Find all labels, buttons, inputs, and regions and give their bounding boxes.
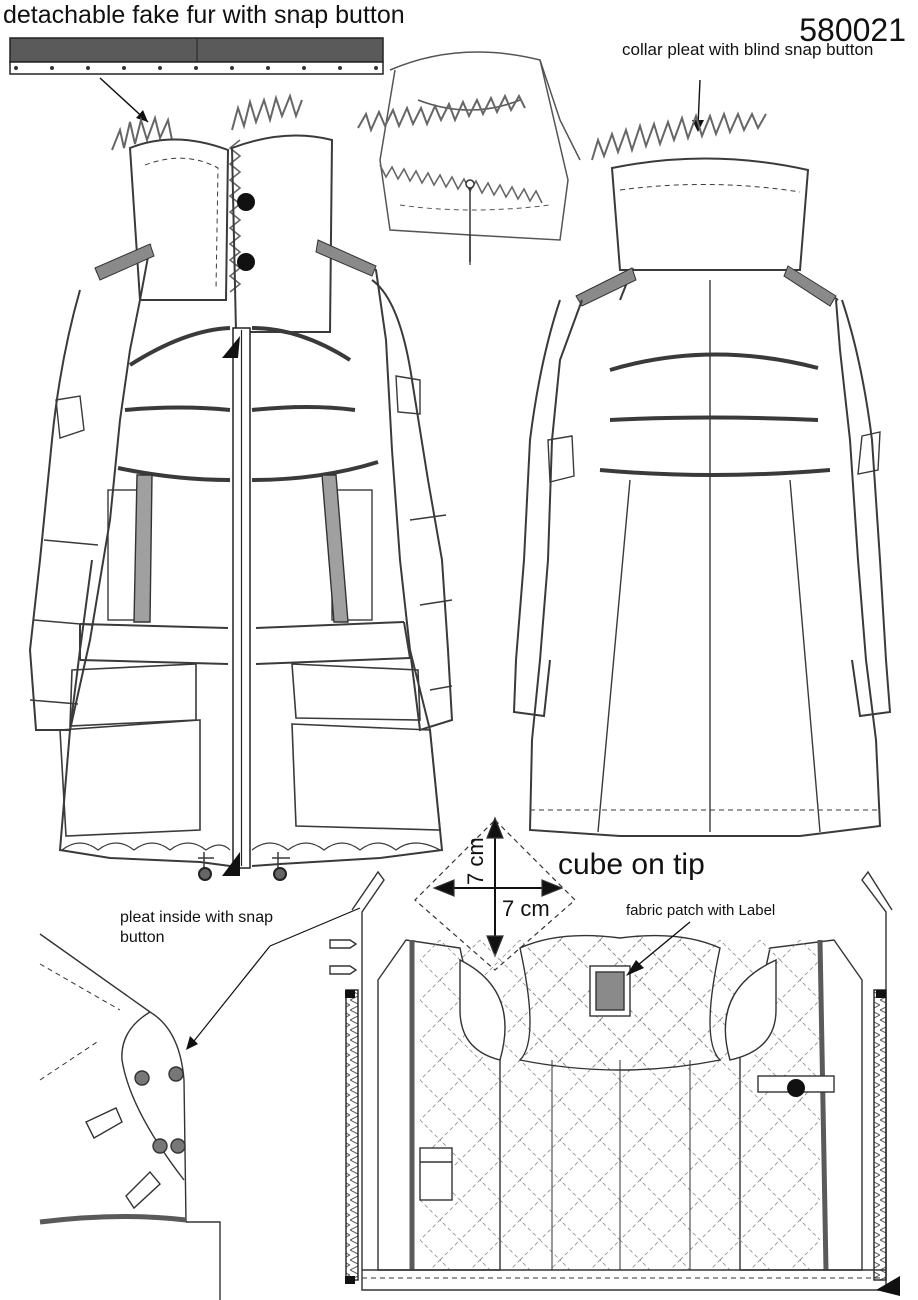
collar-detail-sketch xyxy=(357,51,581,265)
fabric-patch-arrow xyxy=(626,921,691,976)
sheet-title: detachable fake fur with snap button xyxy=(3,1,405,29)
cube-on-tip-label: cube on tip xyxy=(558,848,705,881)
fabric-patch-note: fabric patch with Label xyxy=(626,902,776,919)
collar-pleat-note: collar pleat with blind snap button xyxy=(622,40,874,59)
fur-pointer-arrow xyxy=(99,77,149,123)
back-view-jacket xyxy=(512,111,892,837)
front-view-jacket xyxy=(28,92,454,881)
dimension-vertical: 7 cm xyxy=(463,837,488,885)
inside-lining-view xyxy=(329,870,900,1296)
style-number: 580021 xyxy=(799,12,906,48)
dimension-horizontal: 7 cm xyxy=(502,896,550,921)
pleat-inside-detail xyxy=(39,933,221,1300)
pleat-inside-note: pleat inside with snap button xyxy=(120,909,273,946)
detachable-fur-strip xyxy=(9,37,384,75)
pleat-inside-arrow xyxy=(186,907,361,1050)
